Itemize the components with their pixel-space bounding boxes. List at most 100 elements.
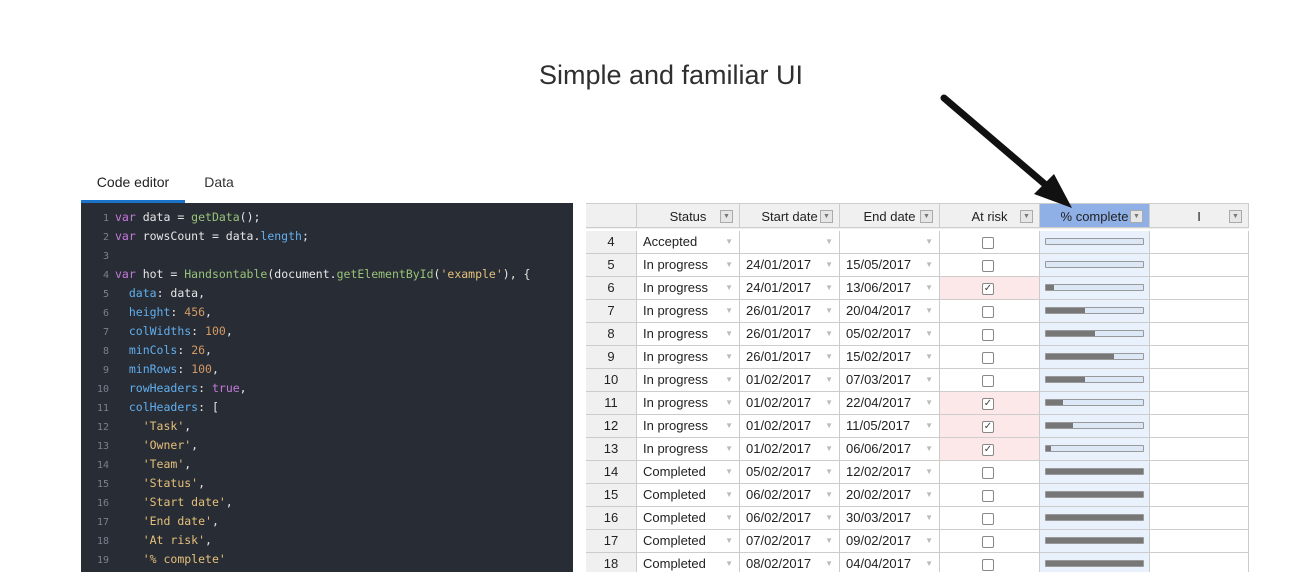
filter-dropdown-icon[interactable]: ▼	[1229, 210, 1242, 223]
at-risk-cell[interactable]	[940, 346, 1040, 369]
start-cell[interactable]: 06/02/2017▼	[740, 484, 840, 507]
column-header[interactable]: % complete▼	[1040, 203, 1150, 228]
status-cell[interactable]: In progress▼	[637, 415, 740, 438]
end-cell[interactable]: ▼	[840, 231, 940, 254]
dropdown-arrow-icon[interactable]: ▼	[725, 260, 733, 269]
start-cell[interactable]: 06/02/2017▼	[740, 507, 840, 530]
dropdown-arrow-icon[interactable]: ▼	[825, 398, 833, 407]
empty-cell[interactable]	[1150, 323, 1249, 346]
percent-complete-cell[interactable]	[1040, 392, 1150, 415]
end-cell[interactable]: 22/04/2017▼	[840, 392, 940, 415]
percent-complete-cell[interactable]	[1040, 484, 1150, 507]
dropdown-arrow-icon[interactable]: ▼	[925, 283, 933, 292]
at-risk-cell[interactable]: ✓	[940, 438, 1040, 461]
end-cell[interactable]: 15/05/2017▼	[840, 254, 940, 277]
dropdown-arrow-icon[interactable]: ▼	[825, 260, 833, 269]
dropdown-arrow-icon[interactable]: ▼	[725, 513, 733, 522]
column-header[interactable]: At risk▼	[940, 203, 1040, 228]
at-risk-cell[interactable]: ✓	[940, 392, 1040, 415]
empty-cell[interactable]	[1150, 484, 1249, 507]
at-risk-cell[interactable]: ✓	[940, 415, 1040, 438]
empty-cell[interactable]	[1150, 530, 1249, 553]
empty-cell[interactable]	[1150, 254, 1249, 277]
dropdown-arrow-icon[interactable]: ▼	[825, 237, 833, 246]
empty-cell[interactable]	[1150, 553, 1249, 572]
at-risk-checkbox[interactable]	[982, 329, 994, 341]
dropdown-arrow-icon[interactable]: ▼	[825, 329, 833, 338]
start-cell[interactable]: 01/02/2017▼	[740, 392, 840, 415]
at-risk-checkbox[interactable]	[982, 467, 994, 479]
start-cell[interactable]: 26/01/2017▼	[740, 300, 840, 323]
end-cell[interactable]: 09/02/2017▼	[840, 530, 940, 553]
percent-complete-cell[interactable]	[1040, 300, 1150, 323]
percent-complete-cell[interactable]	[1040, 415, 1150, 438]
end-cell[interactable]: 20/02/2017▼	[840, 484, 940, 507]
dropdown-arrow-icon[interactable]: ▼	[825, 559, 833, 568]
dropdown-arrow-icon[interactable]: ▼	[825, 513, 833, 522]
dropdown-arrow-icon[interactable]: ▼	[925, 513, 933, 522]
at-risk-cell[interactable]	[940, 507, 1040, 530]
column-header[interactable]: I▼	[1150, 203, 1249, 228]
status-cell[interactable]: In progress▼	[637, 369, 740, 392]
dropdown-arrow-icon[interactable]: ▼	[725, 398, 733, 407]
at-risk-cell[interactable]	[940, 369, 1040, 392]
at-risk-cell[interactable]	[940, 254, 1040, 277]
dropdown-arrow-icon[interactable]: ▼	[825, 467, 833, 476]
start-cell[interactable]: 24/01/2017▼	[740, 254, 840, 277]
empty-cell[interactable]	[1150, 231, 1249, 254]
percent-complete-cell[interactable]	[1040, 507, 1150, 530]
at-risk-cell[interactable]	[940, 530, 1040, 553]
dropdown-arrow-icon[interactable]: ▼	[925, 398, 933, 407]
dropdown-arrow-icon[interactable]: ▼	[825, 283, 833, 292]
percent-complete-cell[interactable]	[1040, 346, 1150, 369]
empty-cell[interactable]	[1150, 346, 1249, 369]
start-cell[interactable]: 01/02/2017▼	[740, 415, 840, 438]
percent-complete-cell[interactable]	[1040, 254, 1150, 277]
empty-cell[interactable]	[1150, 392, 1249, 415]
filter-dropdown-icon[interactable]: ▼	[1130, 210, 1143, 223]
filter-dropdown-icon[interactable]: ▼	[1020, 210, 1033, 223]
end-cell[interactable]: 05/02/2017▼	[840, 323, 940, 346]
status-cell[interactable]: In progress▼	[637, 438, 740, 461]
start-cell[interactable]: 01/02/2017▼	[740, 369, 840, 392]
spreadsheet-grid[interactable]: Status▼Start date▼End date▼At risk▼% com…	[586, 203, 1249, 572]
column-header[interactable]: End date▼	[840, 203, 940, 228]
status-cell[interactable]: Completed▼	[637, 553, 740, 572]
at-risk-checkbox[interactable]: ✓	[982, 444, 994, 456]
status-cell[interactable]: In progress▼	[637, 300, 740, 323]
percent-complete-cell[interactable]	[1040, 461, 1150, 484]
end-cell[interactable]: 13/06/2017▼	[840, 277, 940, 300]
at-risk-checkbox[interactable]	[982, 237, 994, 249]
percent-complete-cell[interactable]	[1040, 530, 1150, 553]
at-risk-cell[interactable]: ✓	[940, 277, 1040, 300]
dropdown-arrow-icon[interactable]: ▼	[925, 375, 933, 384]
filter-dropdown-icon[interactable]: ▼	[920, 210, 933, 223]
percent-complete-cell[interactable]	[1040, 553, 1150, 572]
percent-complete-cell[interactable]	[1040, 438, 1150, 461]
at-risk-checkbox[interactable]	[982, 513, 994, 525]
dropdown-arrow-icon[interactable]: ▼	[825, 375, 833, 384]
filter-dropdown-icon[interactable]: ▼	[720, 210, 733, 223]
percent-complete-cell[interactable]	[1040, 369, 1150, 392]
start-cell[interactable]: 05/02/2017▼	[740, 461, 840, 484]
dropdown-arrow-icon[interactable]: ▼	[725, 490, 733, 499]
dropdown-arrow-icon[interactable]: ▼	[725, 375, 733, 384]
dropdown-arrow-icon[interactable]: ▼	[725, 237, 733, 246]
dropdown-arrow-icon[interactable]: ▼	[925, 490, 933, 499]
status-cell[interactable]: In progress▼	[637, 323, 740, 346]
start-cell[interactable]: 01/02/2017▼	[740, 438, 840, 461]
dropdown-arrow-icon[interactable]: ▼	[925, 536, 933, 545]
tab-data[interactable]: Data	[204, 174, 234, 190]
dropdown-arrow-icon[interactable]: ▼	[825, 536, 833, 545]
dropdown-arrow-icon[interactable]: ▼	[825, 306, 833, 315]
start-cell[interactable]: 07/02/2017▼	[740, 530, 840, 553]
at-risk-checkbox[interactable]: ✓	[982, 283, 994, 295]
at-risk-checkbox[interactable]	[982, 352, 994, 364]
end-cell[interactable]: 12/02/2017▼	[840, 461, 940, 484]
column-header[interactable]: Status▼	[637, 203, 740, 228]
dropdown-arrow-icon[interactable]: ▼	[725, 306, 733, 315]
at-risk-checkbox[interactable]: ✓	[982, 421, 994, 433]
status-cell[interactable]: Completed▼	[637, 530, 740, 553]
status-cell[interactable]: Completed▼	[637, 507, 740, 530]
